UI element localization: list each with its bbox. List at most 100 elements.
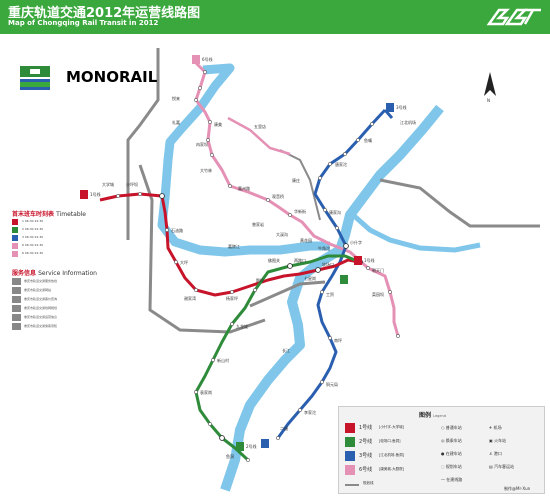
map-icon xyxy=(12,305,21,312)
legend-swatch xyxy=(345,451,355,461)
station-label: 铜元局 xyxy=(326,381,338,387)
monorail-swatch-bottom xyxy=(20,79,50,90)
station-label: 谢家湾 xyxy=(184,295,196,301)
page-subtitle: Map of Chongqing Rail Transit in 2012 xyxy=(8,19,159,27)
legend-line-desc: [小什字-大学城] xyxy=(379,425,404,429)
construction-icon: ● xyxy=(441,451,445,456)
legend-line-2: 2号线 [较场口-鱼洞] xyxy=(345,437,405,449)
crt-logo-icon xyxy=(486,8,541,26)
timetable-last: 22:30 xyxy=(34,219,44,223)
monorail-badge: MONORAIL xyxy=(20,66,170,92)
web-icon xyxy=(12,287,21,294)
station-label: 小什字 xyxy=(350,239,362,245)
station-label: 菜园坝 xyxy=(372,291,384,297)
river-label-jialing: 嘉陵江 xyxy=(228,243,240,249)
service-text: 重庆市轨道交通乘客须知 xyxy=(24,324,58,328)
legend-line-tag: 3号线 xyxy=(359,453,373,459)
line6-tag-label: 6号线 xyxy=(202,56,213,62)
timetable-first: 06:30 xyxy=(24,227,34,231)
station-label: 鹅岭 xyxy=(256,277,264,283)
legend-line-tag: 2号线 xyxy=(359,439,373,445)
timetable-row: 6 06:30 22:30 xyxy=(12,243,122,250)
service-row: 重庆市轨道交通运营信息 xyxy=(12,314,132,322)
legend-line-desc: [江北机场-鱼洞] xyxy=(379,453,404,457)
timetable-line: 1 xyxy=(22,219,24,223)
legend-panel: 图例 Legend 1号线[小什字-大学城] 2号线[较场口-鱼洞] 3号线[江… xyxy=(338,406,545,494)
timetable-line: 6 xyxy=(22,243,24,247)
planned-lines xyxy=(126,48,540,334)
line-construction-icon: — xyxy=(441,477,445,482)
service-title-en: Service Information xyxy=(38,270,97,277)
header-banner: 重庆轨道交通2012年运营线路图 Map of Chongqing Rail T… xyxy=(0,0,550,34)
legend-swatch xyxy=(345,465,355,475)
station-label: 曾家岩 xyxy=(252,221,264,227)
station-label: 江北机场 xyxy=(400,119,416,125)
legend-symbol: ✈ 机场 xyxy=(489,425,502,430)
station-label: 袁家岗 xyxy=(200,389,212,395)
monorail-label: MONORAIL xyxy=(66,68,158,86)
legend-symbol: ◌ 规划车站 xyxy=(441,464,462,469)
timetable-line: 2 xyxy=(22,227,24,231)
station-label: 石油路 xyxy=(171,227,183,233)
station-label: 大学城 xyxy=(102,181,114,187)
line-swatch xyxy=(12,227,18,233)
station-label: 九龙坡 xyxy=(236,323,248,329)
line-6 xyxy=(193,60,400,337)
legend-line-1: 1号线[小什字-大学城] xyxy=(345,423,405,435)
station-label: 大坪 xyxy=(180,259,188,265)
station-label: 佛图关 xyxy=(268,257,280,263)
river-label-yangtze: 长江 xyxy=(282,347,290,353)
station-label: 观音桥 xyxy=(272,193,284,199)
timetable-row: 6 06:30 22:30 xyxy=(12,251,122,258)
service-row: 重庆市轨道交通服务热线 xyxy=(12,278,132,286)
timetable-first: 06:30 xyxy=(24,243,34,247)
line-swatch xyxy=(12,251,18,257)
line-swatch xyxy=(12,219,18,225)
timetable-last: 22:30 xyxy=(34,251,44,255)
service-info-panel: 服务信息 Service Information 重庆市轨道交通服务热线 重庆市… xyxy=(12,268,132,331)
port-icon: ⚓ xyxy=(489,451,493,456)
service-text: 重庆市轨道交通线网规划 xyxy=(24,306,58,310)
station-icon: ○ xyxy=(441,425,445,430)
station-label: 华新街 xyxy=(294,208,306,214)
line1-tag-label: 1号线 xyxy=(90,191,101,197)
legend-line-desc: [较场口-鱼洞] xyxy=(379,439,401,443)
legend-symbol: ▣ 火车站 xyxy=(489,438,507,443)
station-label: 康家沟 xyxy=(329,209,341,215)
station-label: 鱼洞 xyxy=(226,453,234,459)
legend-swatch xyxy=(345,484,359,486)
service-text: 重庆市轨道交通运营信息 xyxy=(24,315,58,319)
north-arrow-icon: N xyxy=(484,72,496,103)
timetable-last: 22:30 xyxy=(34,235,44,239)
service-row: 重庆市轨道交通网站 xyxy=(12,287,132,295)
phone-icon xyxy=(12,278,21,285)
info-icon xyxy=(12,314,21,321)
station-labels: 悦来 礼嘉 康美 冉家坝 大竹林 嘉州路 观音桥 华新街 五里店 江北机场 鱼嘴… xyxy=(102,95,416,459)
legend-symbol: ▤ 汽车客运站 xyxy=(489,464,515,469)
station-label: 沙坪坝 xyxy=(126,181,138,187)
legend-symbol: — 在建线路 xyxy=(441,477,463,482)
bus-station-icon: ▤ xyxy=(489,464,493,469)
station-label: 唐家沱 xyxy=(335,161,347,167)
line3-tag-label: 3号线 xyxy=(396,104,407,110)
legend-symbol: ● 在建车站 xyxy=(441,451,462,456)
page-title: 重庆轨道交通2012年运营线路图 xyxy=(8,6,201,21)
legend-line-3: 3号线 [江北机场-鱼洞] xyxy=(345,451,405,463)
timetable-title: 首末班车时刻表 Timetable xyxy=(12,209,122,218)
station-label: 杨家坪 xyxy=(226,295,238,301)
help-icon xyxy=(12,323,21,330)
legend-swatch xyxy=(345,437,355,447)
station-label: 李家沱 xyxy=(304,409,316,415)
service-text: 重庆市轨道交通服务热线 xyxy=(24,279,58,283)
station-label: 康庄 xyxy=(292,177,300,183)
line-swatch xyxy=(12,235,18,241)
legend-planned: 规划线 xyxy=(345,481,405,493)
airport-icon: ✈ xyxy=(489,425,493,430)
line1-tag-label-east: 1号线 xyxy=(364,257,375,263)
timetable-first: 06:30 xyxy=(24,219,34,223)
timetable-last: 22:30 xyxy=(34,243,44,247)
credit-text: 制作@Mr·Xun xyxy=(504,486,531,491)
legend-symbol: ○ 普通车站 xyxy=(441,425,462,430)
station-label: 冉家坝 xyxy=(196,141,208,147)
